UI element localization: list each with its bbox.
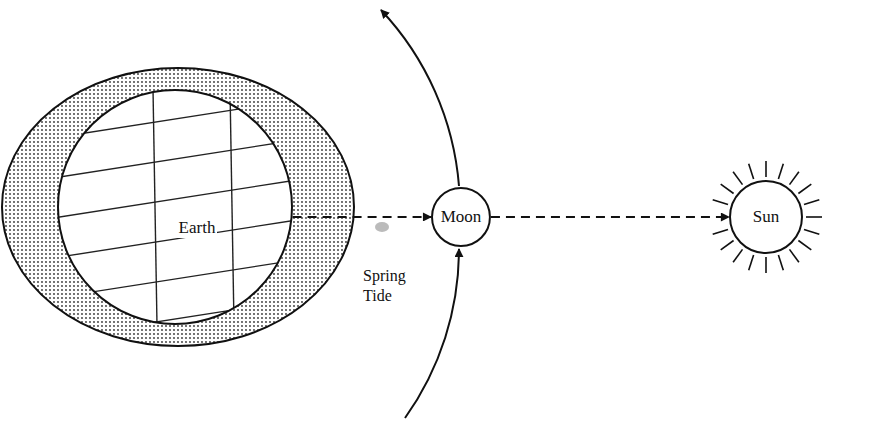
sun-rays [713,161,822,273]
node-label: Sun [751,207,781,228]
moon-circle: Moon [431,187,491,247]
node-label: Moon [439,207,484,228]
dashed-arrow [293,216,431,218]
circle-outline [57,89,293,325]
tidal-bulge [2,68,354,346]
tide-spot [375,222,389,232]
sun-circle: Sun [729,180,803,254]
tide-label: Spring Tide [362,266,420,306]
dashed-arrow [491,216,729,218]
earth-circle: Earth [57,89,293,325]
hatch-lines [47,59,303,339]
node-label: Earth [177,218,218,239]
orbit-arrow [381,10,459,186]
